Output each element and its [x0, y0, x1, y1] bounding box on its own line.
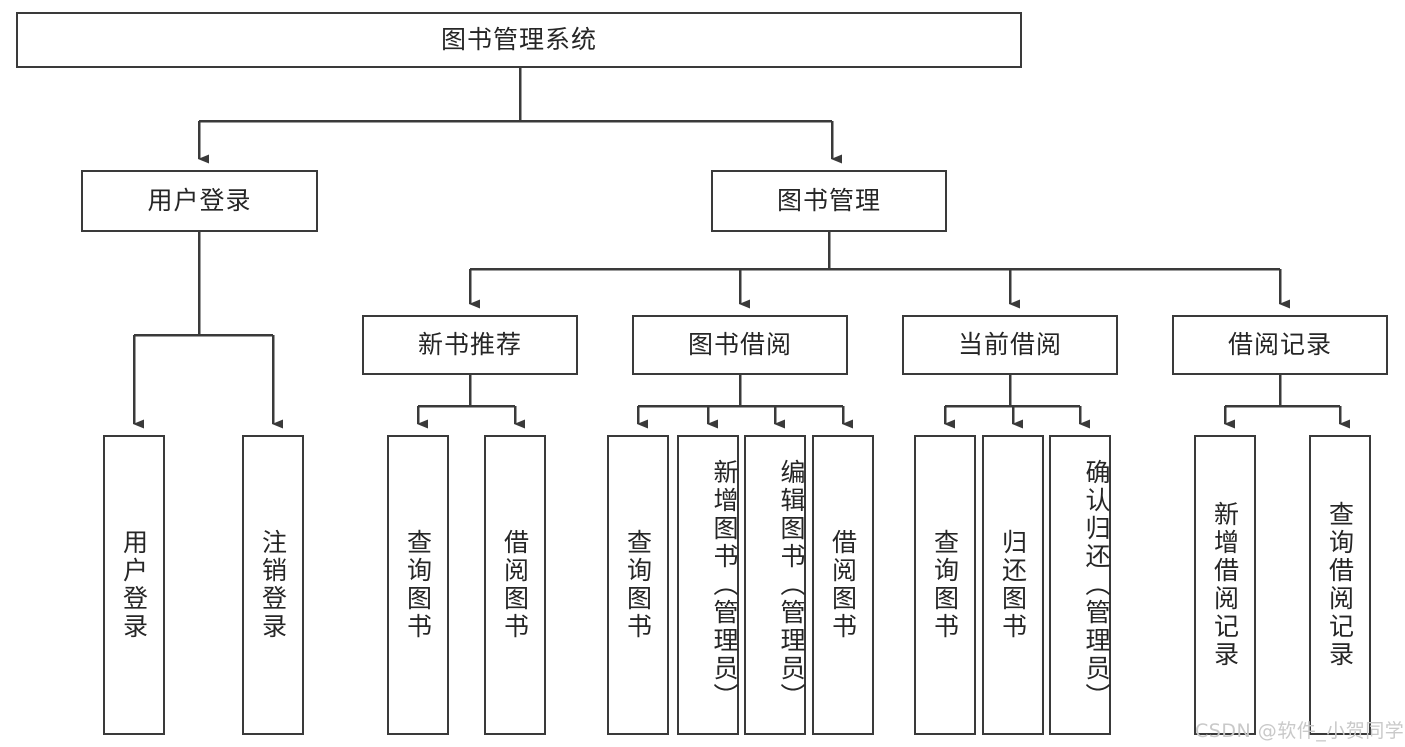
- node-current-borrow-label: 当前借阅: [957, 329, 1062, 359]
- node-book-manage-label: 图书管理: [776, 185, 881, 215]
- node-leaf-add-book-admin-label: 新增图书（管理员）: [710, 459, 739, 711]
- node-book-borrow[interactable]: 图书借阅: [632, 315, 848, 375]
- node-leaf-user-login[interactable]: 用户登录: [103, 435, 165, 735]
- node-leaf-add-book-admin[interactable]: 新增图书（管理员）: [677, 435, 739, 735]
- node-leaf-query-book-borrow-label: 查询图书: [623, 529, 653, 641]
- node-leaf-add-borrow-record[interactable]: 新增借阅记录: [1194, 435, 1256, 735]
- node-leaf-query-borrow-record[interactable]: 查询借阅记录: [1309, 435, 1371, 735]
- node-leaf-query-book-rec-label: 查询图书: [403, 529, 433, 641]
- node-current-borrow[interactable]: 当前借阅: [902, 315, 1118, 375]
- node-leaf-edit-book-admin-label: 编辑图书（管理员）: [777, 459, 806, 711]
- node-new-book-rec-label: 新书推荐: [417, 329, 522, 359]
- node-user-login[interactable]: 用户登录: [81, 170, 318, 232]
- node-leaf-return-book[interactable]: 归还图书: [982, 435, 1044, 735]
- node-leaf-query-book-rec[interactable]: 查询图书: [387, 435, 449, 735]
- node-leaf-user-login-label: 用户登录: [119, 529, 149, 641]
- node-borrow-record-label: 借阅记录: [1227, 329, 1332, 359]
- node-leaf-confirm-return-admin-label: 确认归还（管理员）: [1082, 459, 1111, 711]
- node-leaf-query-book-current[interactable]: 查询图书: [914, 435, 976, 735]
- node-leaf-query-book-current-label: 查询图书: [930, 529, 960, 641]
- node-new-book-rec[interactable]: 新书推荐: [362, 315, 578, 375]
- node-user-login-label: 用户登录: [147, 185, 252, 215]
- node-book-borrow-label: 图书借阅: [687, 329, 792, 359]
- node-leaf-borrow-book-rec-label: 借阅图书: [500, 529, 530, 641]
- node-leaf-add-borrow-record-label: 新增借阅记录: [1210, 501, 1240, 669]
- node-leaf-borrow-book-rec[interactable]: 借阅图书: [484, 435, 546, 735]
- node-root[interactable]: 图书管理系统: [16, 12, 1022, 68]
- node-leaf-user-logout-label: 注销登录: [258, 529, 288, 641]
- node-leaf-query-book-borrow[interactable]: 查询图书: [607, 435, 669, 735]
- node-borrow-record[interactable]: 借阅记录: [1172, 315, 1388, 375]
- node-leaf-borrow-book-label: 借阅图书: [828, 529, 858, 641]
- node-leaf-borrow-book[interactable]: 借阅图书: [812, 435, 874, 735]
- node-leaf-edit-book-admin[interactable]: 编辑图书（管理员）: [744, 435, 806, 735]
- node-leaf-query-borrow-record-label: 查询借阅记录: [1325, 501, 1355, 669]
- node-leaf-return-book-label: 归还图书: [998, 529, 1028, 641]
- node-leaf-user-logout[interactable]: 注销登录: [242, 435, 304, 735]
- node-leaf-confirm-return-admin[interactable]: 确认归还（管理员）: [1049, 435, 1111, 735]
- node-root-label: 图书管理系统: [440, 24, 597, 54]
- node-book-manage[interactable]: 图书管理: [711, 170, 947, 232]
